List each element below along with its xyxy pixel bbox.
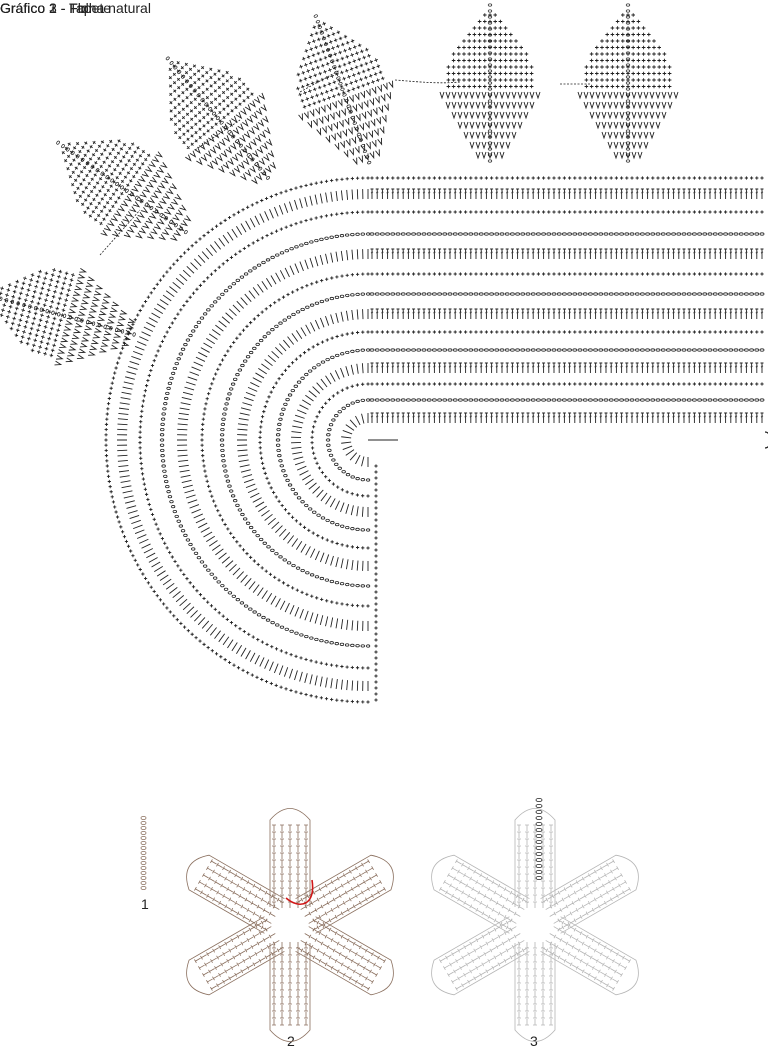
chart-3-title: Gráfico 3 - Flor [0, 0, 94, 16]
flower-step-1-label: 1 [141, 896, 149, 912]
rug-chart [104, 176, 768, 704]
flower-step-2-label: 2 [287, 1033, 295, 1049]
chart-2-title: Gráfico 2 - Folha natural [0, 0, 151, 16]
flower-chart [140, 798, 639, 1042]
chart-1-title: Gráfico 1 - Tapete [0, 0, 112, 16]
leaf-chart [0, 3, 679, 366]
flower-step-3-label: 3 [530, 1033, 538, 1049]
